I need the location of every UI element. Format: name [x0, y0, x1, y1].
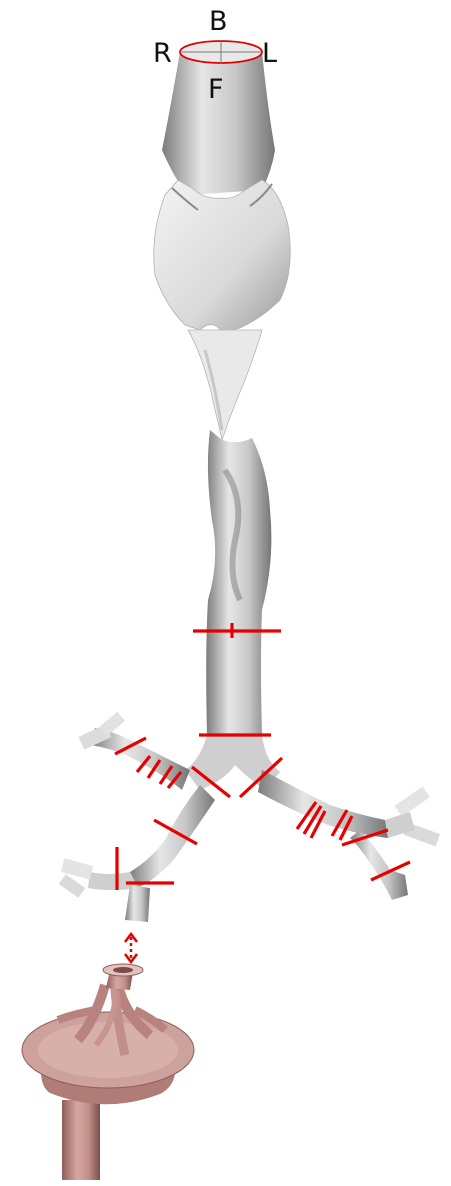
- larynx: [154, 180, 290, 440]
- orientation-right-label: R: [153, 40, 172, 67]
- orientation-back-label: B: [209, 8, 228, 35]
- orientation-front-label: F: [208, 76, 224, 103]
- orientation-left-label: L: [262, 40, 277, 67]
- connection-arrow: [125, 934, 137, 962]
- printed-adapter: [22, 964, 194, 1180]
- bronchial-tree: [59, 712, 440, 922]
- trachea: [206, 430, 271, 735]
- upper-airway-cylinder: [162, 40, 275, 195]
